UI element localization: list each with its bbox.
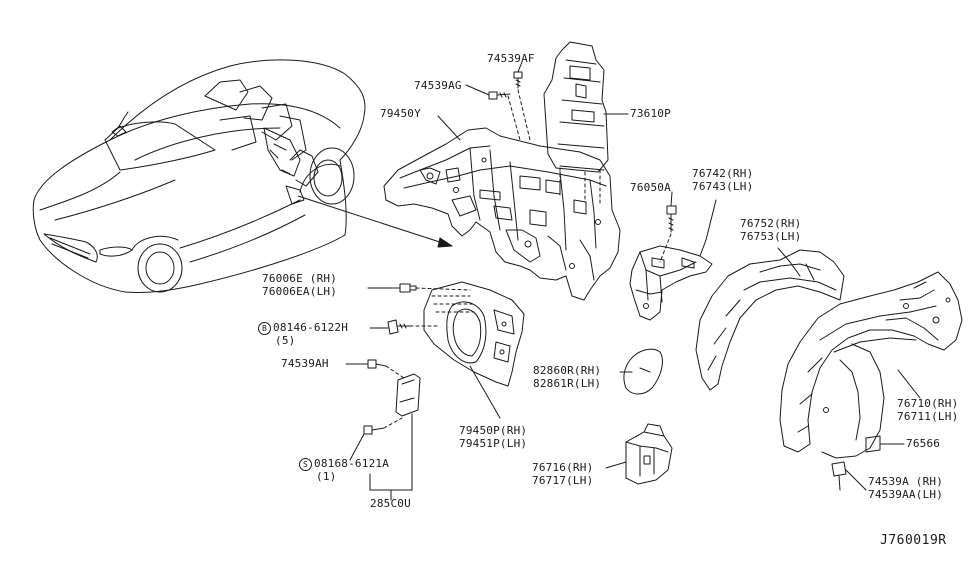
label-74539a-rh: 74539A (RH): [868, 475, 944, 488]
module-285c0u: [395, 373, 421, 417]
leader-08168: [349, 433, 365, 461]
label-74539aa-lh: 74539AA(LH): [868, 488, 944, 501]
label-76006e-rh: 76006E (RH): [262, 272, 338, 285]
label-74539ag: 74539AG: [414, 79, 462, 92]
diagram-code: J760019R: [880, 533, 947, 548]
label-76717-lh: 76717(LH): [532, 474, 594, 487]
screw-76050a: [666, 205, 677, 233]
arch-76710: [779, 271, 963, 459]
leader-74539a: [845, 469, 867, 491]
car-arrow: [297, 195, 453, 247]
leader-76710: [897, 369, 921, 399]
label-76742-rh: 76742(RH): [692, 167, 754, 180]
label-76743-lh: 76743(LH): [692, 180, 754, 193]
leader-76716: [605, 461, 627, 469]
panel-79450y: [383, 127, 621, 301]
screw-74539a: [831, 461, 847, 491]
car-arrow-head: [437, 237, 453, 248]
bracket-76742: [629, 245, 713, 321]
panel-73610p: [543, 41, 609, 173]
car-illustration: [32, 59, 366, 293]
screw-76006e: [367, 283, 417, 293]
label-08146-qty: (5): [275, 334, 296, 347]
screw-74539ah: [367, 359, 387, 369]
label-76566: 76566: [906, 437, 941, 450]
label-79451p-lh: 79451P(LH): [459, 437, 528, 450]
leader-76742: [699, 199, 717, 257]
bracket-76716: [625, 423, 673, 485]
label-79450p-rh: 79450P(RH): [459, 424, 528, 437]
leader-74539af: [517, 61, 523, 73]
leader-76050a: [670, 191, 673, 207]
label-82861r-lh: 82861R(LH): [533, 377, 602, 390]
label-74539af: 74539AF: [487, 52, 535, 65]
leader-74539ag: [465, 84, 490, 96]
label-76006ea-lh: 76006EA(LH): [262, 285, 338, 298]
leader-79450p: [469, 365, 501, 419]
label-08146-number: 08146-6122H: [273, 321, 349, 334]
screw-74539ag: [488, 91, 511, 100]
label-76711-lh: 76711(LH): [897, 410, 959, 423]
bolt-08146: [387, 319, 411, 335]
label-08168-qty: (1): [316, 470, 337, 483]
bolt-symbol-b: B: [258, 322, 271, 335]
label-73610p: 73610P: [630, 107, 671, 120]
panel-79450p: [423, 281, 525, 387]
label-79450y: 79450Y: [380, 107, 421, 120]
label-76716-rh: 76716(RH): [532, 461, 594, 474]
pad-82860r: [623, 348, 663, 395]
label-76710-rh: 76710(RH): [897, 397, 959, 410]
label-76753-lh: 76753(LH): [740, 230, 802, 243]
leader-285c0u: [369, 413, 413, 491]
label-76752-rh: 76752(RH): [740, 217, 802, 230]
label-285c0u: 285C0U: [370, 497, 411, 510]
screw-74539af: [513, 71, 523, 89]
screw-symbol-s: S: [299, 458, 312, 471]
label-82860r-rh: 82860R(RH): [533, 364, 602, 377]
label-08168-number: 08168-6121A: [314, 457, 390, 470]
liner-76752: [695, 249, 845, 391]
label-74539ah: 74539AH: [281, 357, 329, 370]
screw-08168: [363, 425, 385, 435]
label-76050a: 76050A: [630, 181, 671, 194]
clip-76566: [865, 435, 881, 453]
leader-76752: [777, 247, 791, 263]
leader-79450y: [437, 115, 461, 141]
